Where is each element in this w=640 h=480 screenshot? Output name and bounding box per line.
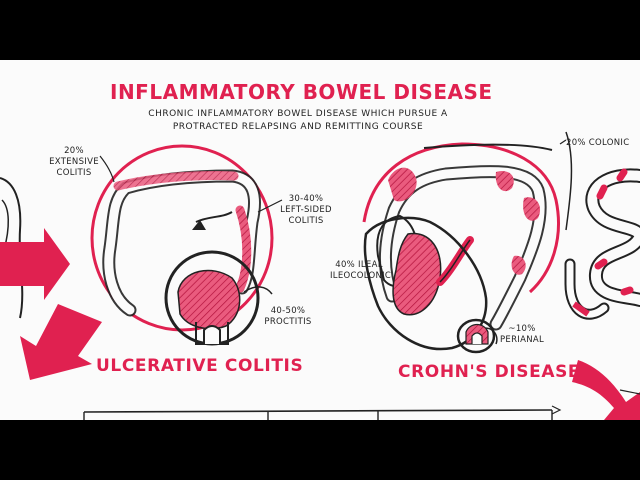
uc-extensive-note: 20% EXTENSIVE COLITIS xyxy=(49,146,99,178)
arrow-curved-down-icon xyxy=(572,360,640,420)
cd-colon-illustration xyxy=(362,139,567,354)
uc-circle xyxy=(90,144,274,332)
cd-perianal-note: ~10% PERIANAL xyxy=(499,324,545,345)
left-edge-sketch xyxy=(0,177,102,380)
cd-colonic-note: 20% COLONIC xyxy=(566,138,630,148)
cd-ileal-note: 40% ILEAL ILEOCOLONIC xyxy=(330,260,392,281)
uc-proctitis-note: 40-50% PROCTITIS xyxy=(264,306,312,327)
whiteboard: INFLAMMATORY BOWEL DISEASE CHRONIC INFLA… xyxy=(0,60,640,420)
table-outline xyxy=(83,389,640,420)
page-title: INFLAMMATORY BOWEL DISEASE xyxy=(110,80,493,104)
drawing-canvas xyxy=(0,131,640,420)
crohns-disease-label: CROHN'S DISEASE xyxy=(398,362,581,382)
uc-left-sided-note: 30-40% LEFT-SIDED COLITIS xyxy=(280,194,332,226)
arrow-down-icon xyxy=(20,304,102,380)
arrow-right-icon xyxy=(0,228,70,300)
ulcerative-colitis-label: ULCERATIVE COLITIS xyxy=(96,356,304,376)
uc-colon-illustration xyxy=(90,144,283,346)
small-intestine-sketch xyxy=(564,131,640,420)
definition-text: CHRONIC INFLAMMATORY BOWEL DISEASE WHICH… xyxy=(148,109,448,132)
cd-circle-arc xyxy=(362,142,560,294)
